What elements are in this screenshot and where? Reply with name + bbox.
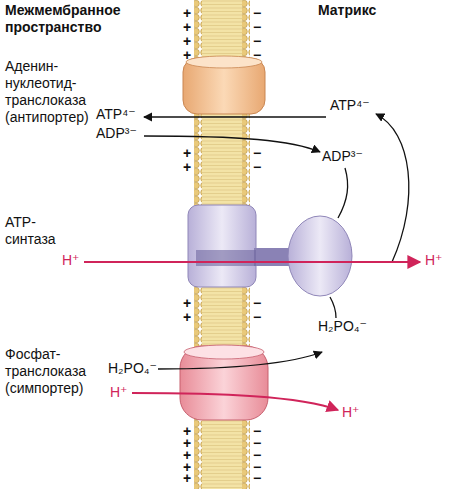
membrane-charge: − <box>253 48 261 62</box>
membrane-charge: − <box>253 6 261 20</box>
molecule-label: ADP³⁻ <box>322 148 363 165</box>
membrane-charge: + <box>183 296 191 310</box>
region-title: Межмембранное пространство <box>5 2 155 36</box>
membrane-charge: + <box>183 20 191 34</box>
membrane-charge: + <box>183 48 191 62</box>
membrane-charge: − <box>253 296 261 310</box>
ion-label: H⁺ <box>110 384 128 401</box>
membrane-charge: − <box>253 310 261 324</box>
protein-name: ATP- синтаза <box>5 214 85 248</box>
protein-name: Фосфат- транслоказа (симпортер) <box>5 346 105 397</box>
membrane-charge: + <box>183 471 191 485</box>
membrane-charge: + <box>183 146 191 160</box>
membrane-charge: − <box>253 160 261 174</box>
membrane-charge: − <box>253 146 261 160</box>
membrane-charge: − <box>253 20 261 34</box>
molecule-label: H₂PO₄⁻ <box>108 360 157 377</box>
ion-label: H⁺ <box>342 404 360 421</box>
ion-label: H⁺ <box>425 252 443 269</box>
molecule-label: ATP⁴⁻ <box>96 106 136 123</box>
molecule-label: ADP³⁻ <box>96 125 137 142</box>
molecule-label: H₂PO₄⁻ <box>318 318 367 335</box>
protein-name: Аденин- нуклеотид- транслоказа (антипорт… <box>5 58 105 126</box>
region-title: Матрикс <box>318 2 376 19</box>
membrane-charge: + <box>183 34 191 48</box>
ion-label: H⁺ <box>62 252 80 269</box>
membrane-charge: − <box>253 471 261 485</box>
molecule-label: ATP⁴⁻ <box>330 97 370 114</box>
membrane-charge: + <box>183 160 191 174</box>
membrane-charge: + <box>183 6 191 20</box>
membrane-charge: − <box>253 34 261 48</box>
membrane-charge: + <box>183 310 191 324</box>
